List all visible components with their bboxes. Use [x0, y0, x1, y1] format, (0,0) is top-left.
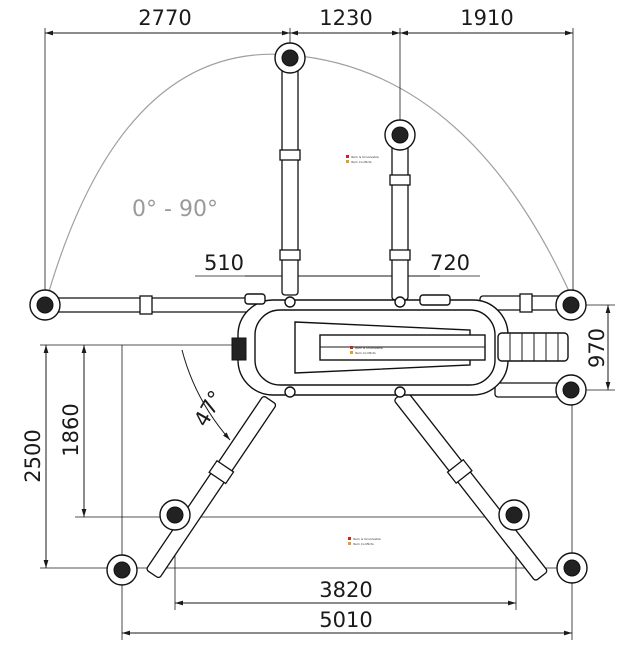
slew-arc: [44, 53, 574, 306]
foot-pad-right-upper: [555, 289, 587, 321]
foot-pad-rear-left-outer: [106, 554, 138, 586]
arm-rear-left-diagonal: [146, 396, 277, 579]
arm-front-right-vertical: [391, 139, 409, 301]
angle-slew-range: 0° - 90°: [132, 197, 218, 222]
dim-bottom-outer: 5010: [319, 608, 372, 632]
svg-text:Item is Unsolvable: Item is Unsolvable: [355, 346, 383, 350]
note-top: Item is Unsolvable Item Conflicts: [346, 155, 379, 164]
dim-top-left: 2770: [138, 6, 191, 30]
svg-text:Item is Unsolvable: Item is Unsolvable: [351, 155, 379, 159]
dim-inner-right: 720: [430, 251, 470, 275]
dim-left-outer-vertical: 2500: [21, 429, 45, 482]
dim-left-inner-vertical: 1860: [59, 403, 83, 456]
note-middle: Item is Unsolvable Item Conflicts: [350, 346, 383, 355]
foot-pad-rear-right-outer: [556, 552, 588, 584]
foot-pad-top-right: [384, 119, 416, 151]
dim-top-mid: 1230: [319, 6, 372, 30]
arm-left-horizontal: [54, 297, 256, 313]
arm-rear-right-diagonal: [394, 390, 548, 581]
note-bottom: Item is Unsolvable Item Conflicts: [348, 537, 381, 546]
foot-pad-left: [29, 289, 61, 321]
foot-pad-top-left: [274, 42, 306, 74]
foot-pad-right-lower: [555, 374, 587, 406]
dimension-lines: [43, 30, 611, 636]
svg-text:Item Conflicts: Item Conflicts: [355, 351, 376, 355]
svg-text:Item is Unsolvable: Item is Unsolvable: [353, 537, 381, 541]
arm-right-lower: [494, 382, 566, 398]
angle-diagonal: 47°: [189, 386, 228, 430]
dim-top-right: 1910: [460, 6, 513, 30]
outrigger-arms: [54, 64, 566, 581]
machine-chassis: [231, 293, 569, 398]
dimension-labels: 2770 1230 1910 510 720 970 2500 1860 382…: [21, 6, 609, 632]
dim-inner-left: 510: [204, 251, 244, 275]
dim-bottom-inner: 3820: [319, 578, 372, 602]
foot-pads: [29, 42, 588, 586]
basket-attachment: [497, 332, 569, 362]
foot-pad-rear-right-inner: [498, 499, 530, 531]
turret-block: [231, 337, 247, 361]
foot-pad-rear-left-inner: [159, 499, 191, 531]
svg-text:Item Conflicts: Item Conflicts: [353, 542, 374, 546]
svg-text:Item Conflicts: Item Conflicts: [351, 160, 372, 164]
dim-right-vertical: 970: [585, 328, 609, 368]
